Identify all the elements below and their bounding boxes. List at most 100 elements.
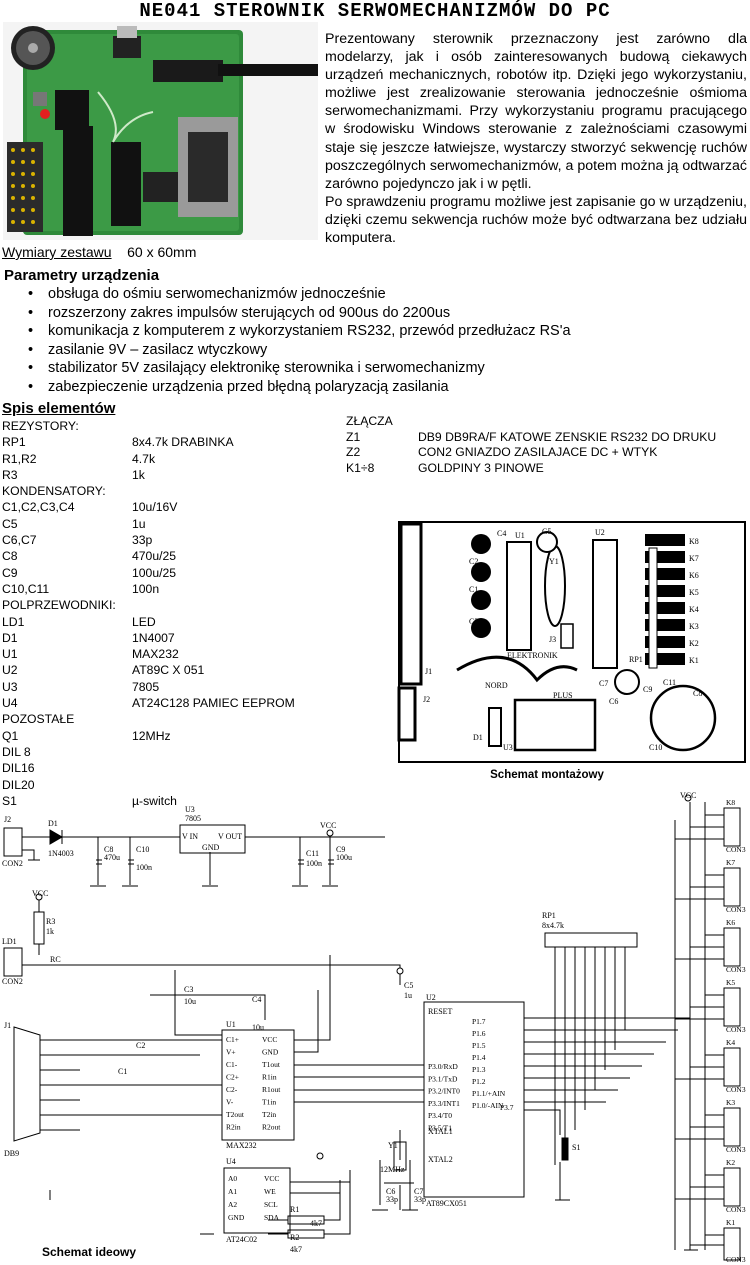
label-c6: C6 (609, 697, 618, 706)
connector-type-label: CON3 (726, 965, 746, 974)
label-elektronik: ELEKTRONIK (507, 651, 558, 660)
bom-designator: Q1 (2, 728, 19, 743)
sch-c9: C9 (336, 845, 345, 854)
bom-designator: LD1 (2, 614, 25, 629)
at89-pin-label: P3.2/INT0 (428, 1087, 460, 1096)
connector-type-label: CON3 (726, 1205, 746, 1214)
max232-pin-label: R2in (226, 1123, 241, 1132)
bom-designator: U3 (2, 679, 18, 694)
connector-designator: K1÷8 (346, 460, 375, 475)
table-row: DIL 8 (2, 744, 295, 760)
dimensions-label: Wymiary zestawu (2, 244, 112, 260)
max232-pin-label: T2in (262, 1110, 276, 1119)
schematic-diagram: J2 CON2 D1 1N4003 U3 7805 V IN V OUT GND… (2, 791, 746, 1264)
at24-pin-label: SCL (264, 1200, 278, 1209)
at89-pin-label: P1.5 (472, 1041, 486, 1050)
label-j2: J2 (423, 695, 430, 704)
bom-designator: DIL 8 (2, 744, 31, 759)
list-item: zabezpieczenie urządzenia przed błędną p… (22, 378, 571, 397)
bom-designator: REZYSTORY: (2, 419, 79, 433)
sch-j2: J2 (4, 815, 11, 824)
bom-value: 1k (132, 467, 145, 482)
label-d1: D1 (473, 733, 483, 742)
bom-designator: C9 (2, 565, 18, 580)
max232-pin-label: T2out (226, 1110, 245, 1119)
max232-pin-label: R1in (262, 1073, 277, 1082)
intro-text: Prezentowany sterownik przeznaczony jest… (325, 30, 747, 247)
connector-k-label: K2 (726, 1158, 735, 1167)
label-c5: C5 (542, 527, 551, 536)
bom-value: AT24C128 PAMIEC EEPROM (132, 696, 295, 711)
max232-pin-label: R1out (262, 1085, 281, 1094)
sch-rp1-value: 8x4.7k (542, 921, 564, 930)
table-row: DIL16 (2, 760, 295, 776)
max232-pin-label: T1out (262, 1060, 281, 1069)
sch-ld1: LD1 (2, 937, 17, 946)
max232-pin-label: C1+ (226, 1035, 239, 1044)
sch-u1: U1 (226, 1020, 236, 1029)
label-c3: C3 (469, 617, 478, 626)
sch-reset: RESET (428, 1007, 453, 1016)
connector-type-label: CON3 (726, 845, 746, 854)
sch-c3: C3 (184, 985, 193, 994)
label-u3: U3 (503, 743, 513, 752)
sch-r2-value: 4k7 (290, 1245, 302, 1254)
sch-c8: C8 (104, 845, 113, 854)
at89-pin-label: P3.0/RxD (428, 1062, 458, 1071)
list-item: stabilizator 5V zasilający elektronikę s… (22, 359, 571, 378)
connector-k-label: K4 (726, 1038, 735, 1047)
max232-pin-label: T1in (262, 1098, 276, 1107)
max232-pin-label: V- (226, 1098, 234, 1107)
list-item: zasilanie 9V – zasilacz wtyczkowy (22, 341, 571, 360)
list-item: komunikacja z komputerem z wykorzystanie… (22, 322, 571, 341)
sch-u3-gnd: GND (202, 843, 220, 852)
label-c2: C2 (469, 557, 478, 566)
sch-s1: S1 (572, 1143, 580, 1152)
at89-pin-label: P1.0/-AIN (472, 1101, 504, 1110)
at89-pin-label: P1.2 (472, 1077, 486, 1086)
table-row: C8 470u/25 (2, 548, 295, 564)
sch-c6: C6 (386, 1187, 395, 1196)
params-list: obsługa do ośmiu serwomechanizmów jednoc… (22, 285, 571, 397)
bom-value: 1u (132, 516, 146, 531)
sch-c11: C11 (306, 849, 319, 858)
label-c9: C9 (643, 685, 652, 694)
at89-pin-label: P3.7 (500, 1103, 514, 1112)
bom-value: AT89C X 051 (132, 663, 205, 678)
bom-value: 33p (132, 533, 153, 548)
params-heading: Parametry urządzenia (4, 267, 160, 284)
at89-pin-label: P3.4/T0 (428, 1111, 452, 1120)
sch-u4: U4 (226, 1157, 236, 1166)
sch-c3-value: 10u (184, 997, 196, 1006)
max232-pin-label: C1- (226, 1060, 238, 1069)
bom-designator: C6,C7 (2, 533, 37, 548)
bom-designator: C8 (2, 549, 18, 564)
at24-pin-label: A2 (228, 1200, 237, 1209)
bom-value: 470u/25 (132, 549, 177, 564)
at89-pin-label: P3.1/TxD (428, 1074, 458, 1083)
sch-u2: U2 (426, 993, 436, 1002)
label-u2: U2 (595, 528, 605, 537)
connector-k-label: K7 (726, 858, 735, 867)
sch-y1-value: 12MHz (380, 1165, 405, 1174)
connector-type-label: CON3 (726, 1145, 746, 1154)
bom-value: 8x4.7k DRABINKA (132, 435, 234, 450)
connector-k-label: K1 (726, 1218, 735, 1227)
intro-paragraph-2: Po sprawdzeniu programu możliwe jest zap… (325, 193, 747, 247)
at24-pin-label: A0 (228, 1174, 237, 1183)
bom-designator: S1 (2, 793, 17, 808)
